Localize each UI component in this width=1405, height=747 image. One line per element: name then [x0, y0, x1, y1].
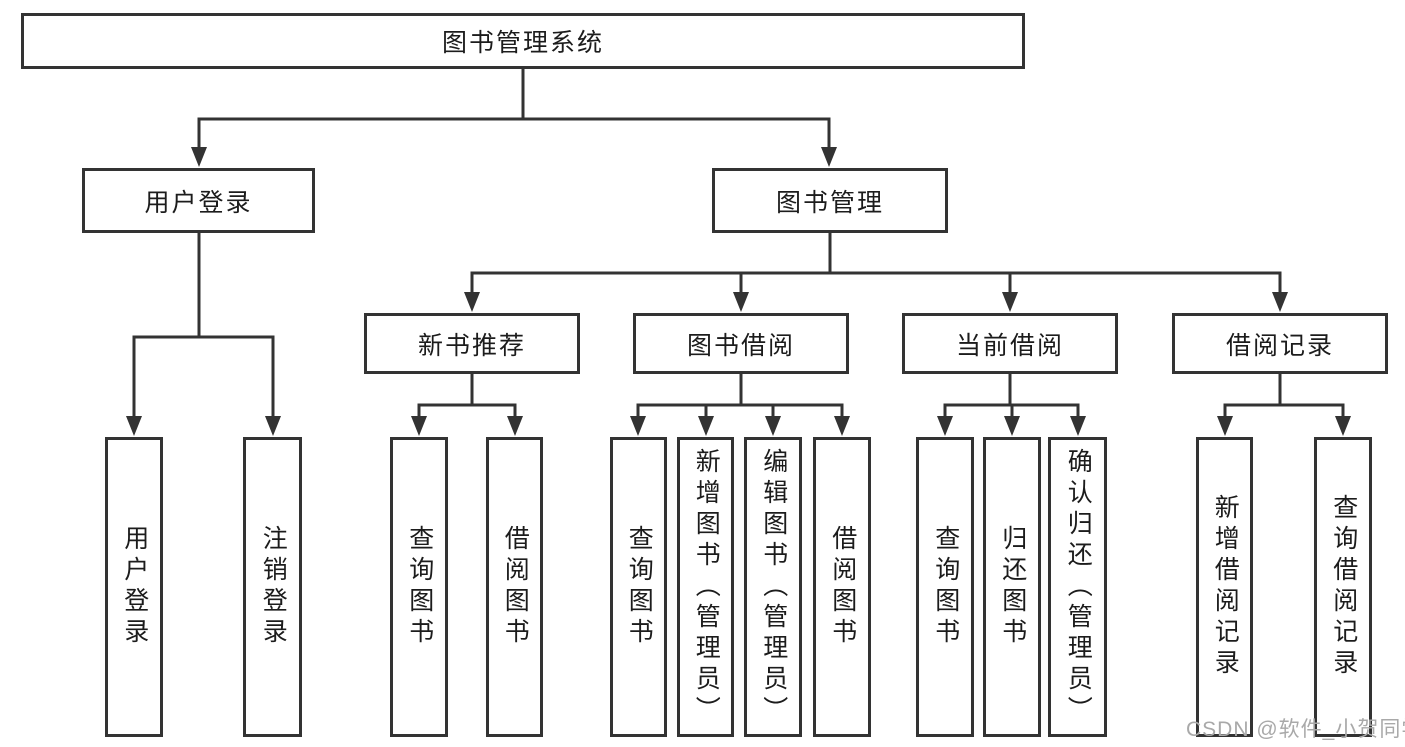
leaf-label: 新增借阅记录 [1211, 494, 1240, 680]
leaf-edit-books-admin: 编辑图书（管理员） [744, 437, 802, 737]
node-new-book-recommendation: 新书推荐 [364, 313, 580, 374]
node-label: 新书推荐 [417, 331, 526, 360]
node-label: 图书借阅 [686, 331, 795, 360]
leaf-query-books-current: 查询图书 [916, 437, 974, 737]
leaf-label: 借阅图书 [828, 525, 857, 649]
leaf-label: 编辑图书（管理员） [759, 447, 788, 727]
leaf-label: 查询图书 [931, 525, 960, 649]
leaf-user-login: 用户登录 [105, 437, 163, 737]
leaf-label: 用户登录 [120, 525, 149, 649]
leaf-label: 查询借阅记录 [1329, 494, 1358, 680]
leaf-return-books: 归还图书 [983, 437, 1041, 737]
node-book-borrowing: 图书借阅 [633, 313, 849, 374]
leaf-query-books-recommend: 查询图书 [390, 437, 448, 737]
leaf-label: 查询图书 [625, 525, 654, 649]
node-label: 图书管理 [775, 188, 884, 217]
node-root: 图书管理系统 [21, 13, 1025, 69]
leaf-label: 注销登录 [259, 525, 288, 649]
leaf-label: 借阅图书 [501, 525, 530, 649]
leaf-query-borrow-record: 查询借阅记录 [1314, 437, 1372, 737]
node-label: 当前借阅 [955, 331, 1064, 360]
leaf-confirm-return-admin: 确认归还（管理员） [1048, 437, 1107, 737]
watermark: CSDN @软件_小贺同学 [1186, 718, 1405, 741]
node-book-management: 图书管理 [712, 168, 948, 233]
node-label: 用户登录 [144, 188, 253, 217]
leaf-add-books-admin: 新增图书（管理员） [677, 437, 734, 737]
node-user-login: 用户登录 [82, 168, 315, 233]
leaf-label: 新增图书（管理员） [692, 447, 721, 727]
leaf-logout-login: 注销登录 [243, 437, 302, 737]
node-borrowing-records: 借阅记录 [1172, 313, 1388, 374]
leaf-add-borrow-record: 新增借阅记录 [1196, 437, 1253, 737]
leaf-label: 查询图书 [405, 525, 434, 649]
node-current-borrowing: 当前借阅 [902, 313, 1118, 374]
leaf-label: 归还图书 [998, 525, 1027, 649]
leaf-label: 确认归还（管理员） [1064, 447, 1093, 727]
leaf-borrow-books-recommend: 借阅图书 [486, 437, 543, 737]
node-label: 图书管理系统 [441, 29, 604, 57]
leaf-borrow-books-borrowing: 借阅图书 [813, 437, 871, 737]
leaf-query-books-borrowing: 查询图书 [610, 437, 667, 737]
arrowheads [126, 147, 1351, 436]
node-label: 借阅记录 [1225, 331, 1334, 360]
